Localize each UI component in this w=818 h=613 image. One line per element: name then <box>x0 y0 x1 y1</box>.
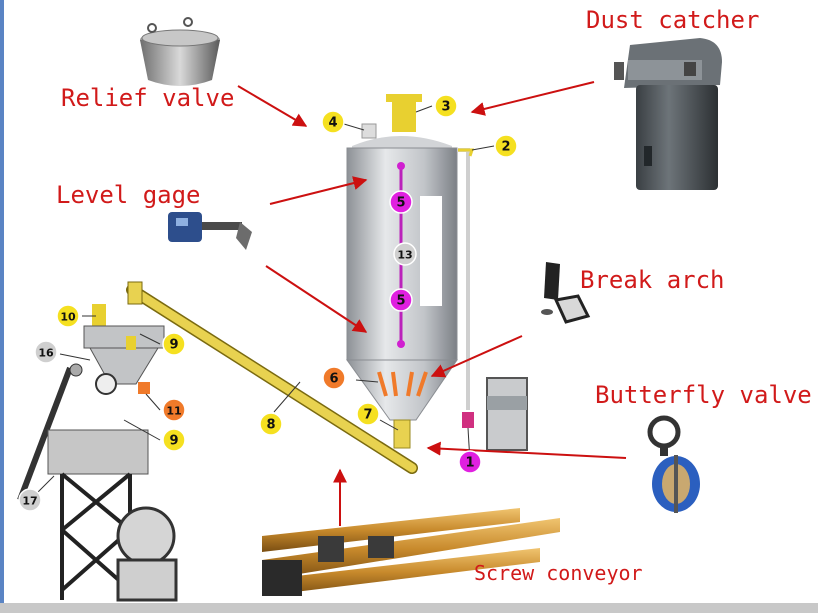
window-left-edge <box>0 0 4 613</box>
inclined-screw-conveyor <box>126 281 418 474</box>
marker-9-circle <box>162 428 186 452</box>
marker-leaders <box>35 105 495 495</box>
marker-4-circle <box>321 110 345 134</box>
silo-tank <box>346 94 475 449</box>
marker-13-circle <box>393 242 417 266</box>
marker-5-circle <box>389 288 413 312</box>
screw-conveyor-label: Screw conveyor <box>474 561 643 585</box>
marker-1-circle <box>458 450 482 474</box>
side-machine <box>486 377 528 451</box>
marker-13-label: 13 <box>397 249 412 262</box>
marker-5-label: 5 <box>396 196 405 211</box>
marker-2-circle <box>494 134 518 158</box>
marker-17-circle <box>18 488 42 512</box>
marker-7-label: 7 <box>363 408 372 423</box>
marker-11-label: 11 <box>166 405 181 418</box>
marker-2-label: 2 <box>501 140 510 155</box>
marker-8-circle <box>259 412 283 436</box>
relief-valve-image <box>140 17 220 86</box>
marker-1-label: 1 <box>465 456 474 471</box>
screw-conveyor-image <box>262 508 560 596</box>
dust-catcher-image <box>614 38 722 190</box>
break-arch-image <box>541 262 591 324</box>
butterfly-valve-image <box>647 415 700 513</box>
marker-8-label: 8 <box>266 418 275 433</box>
break-arch-label: Break arch <box>580 266 725 294</box>
mixing-plant <box>17 304 178 602</box>
marker-7-circle <box>356 402 380 426</box>
marker-4-label: 4 <box>328 116 337 131</box>
level-gage-image <box>168 212 252 250</box>
marker-9-circle <box>162 332 186 356</box>
marker-5-label: 5 <box>396 294 405 309</box>
marker-16-circle <box>34 340 58 364</box>
arrows <box>237 81 627 526</box>
number-markers: 1 2 3 4 5 5 6 7 8 9 9 10 11 13 16 17 <box>18 94 518 512</box>
marker-10-circle <box>56 304 80 328</box>
level-gage-label: Level gage <box>56 181 201 209</box>
marker-6-circle <box>322 366 346 390</box>
marker-16-label: 16 <box>38 347 54 360</box>
marker-5-circle <box>389 190 413 214</box>
butterfly-valve-label: Butterfly valve <box>595 381 812 409</box>
marker-10-label: 10 <box>60 311 76 324</box>
marker-3-label: 3 <box>441 100 450 115</box>
window-bottom-edge <box>0 603 818 613</box>
marker-17-label: 17 <box>22 495 37 508</box>
dust-catcher-label: Dust catcher <box>586 6 760 34</box>
relief-valve-label: Relief valve <box>61 84 235 112</box>
marker-9-label: 9 <box>169 434 178 449</box>
marker-3-circle <box>434 94 458 118</box>
marker-11-circle <box>162 398 186 422</box>
marker-6-label: 6 <box>329 372 338 387</box>
marker-9-label: 9 <box>169 338 178 353</box>
